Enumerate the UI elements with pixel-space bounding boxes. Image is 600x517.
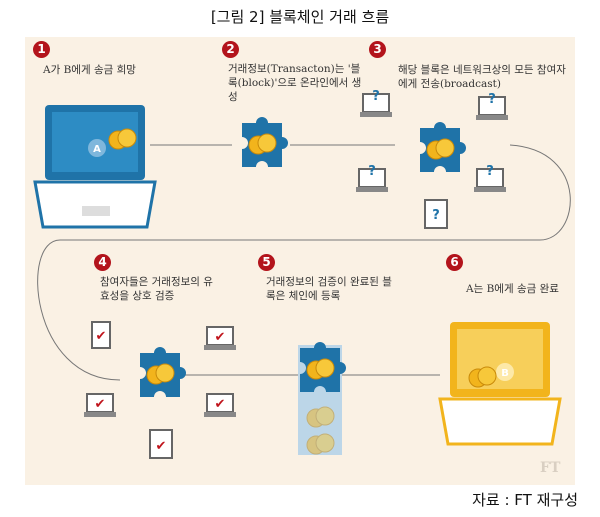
figure-title: [그림 2] 블록체인 거래 흐름 [210,8,390,26]
step-text-3: 해당 블록은 네트워크상의 모든 참여자에게 전송(broadcast) [398,64,566,90]
step-text-4: 참여자들은 거래정보의 유효성을 상호 검증 [100,276,213,302]
step-text-6: A는 B에게 송금 완료 [466,283,559,295]
question-icon: ? [488,92,496,107]
block-chain [298,342,346,455]
step-number-6: 6 [446,254,463,271]
question-icon: ? [432,208,440,223]
step-number-2: 2 [222,41,239,58]
question-icon: ? [368,164,376,179]
laptop-a [33,105,157,229]
step-number-1: 1 [33,41,50,58]
label-b: B [501,368,509,379]
question-icon: ? [486,164,494,179]
step-text-1: A가 B에게 송금 희망 [43,64,136,76]
step-number-3: 3 [369,41,386,58]
ft-logo: FT [540,460,561,476]
check-icon: ✔ [95,397,106,412]
laptop-b [438,322,562,446]
label-a: A [93,144,101,155]
step-text-2: 거래정보(Transacton)는 '블록(block)'으로 온라인에서 생성 [228,63,362,103]
source-caption: 자료 : FT 재구성 [472,491,578,509]
step-text-5: 거래정보의 검증이 완료된 블록은 체인에 등록 [266,276,392,302]
check-icon: ✔ [156,439,167,454]
step-number-4: 4 [94,254,111,271]
broadcast-network [355,93,509,229]
flow-arrows [37,144,571,381]
check-icon: ✔ [96,329,107,344]
check-icon: ✔ [215,330,226,345]
question-icon: ? [372,89,380,104]
step-number-5: 5 [258,254,275,271]
check-icon: ✔ [215,397,226,412]
block-puzzle-piece [242,117,288,167]
verification-network [83,321,237,459]
